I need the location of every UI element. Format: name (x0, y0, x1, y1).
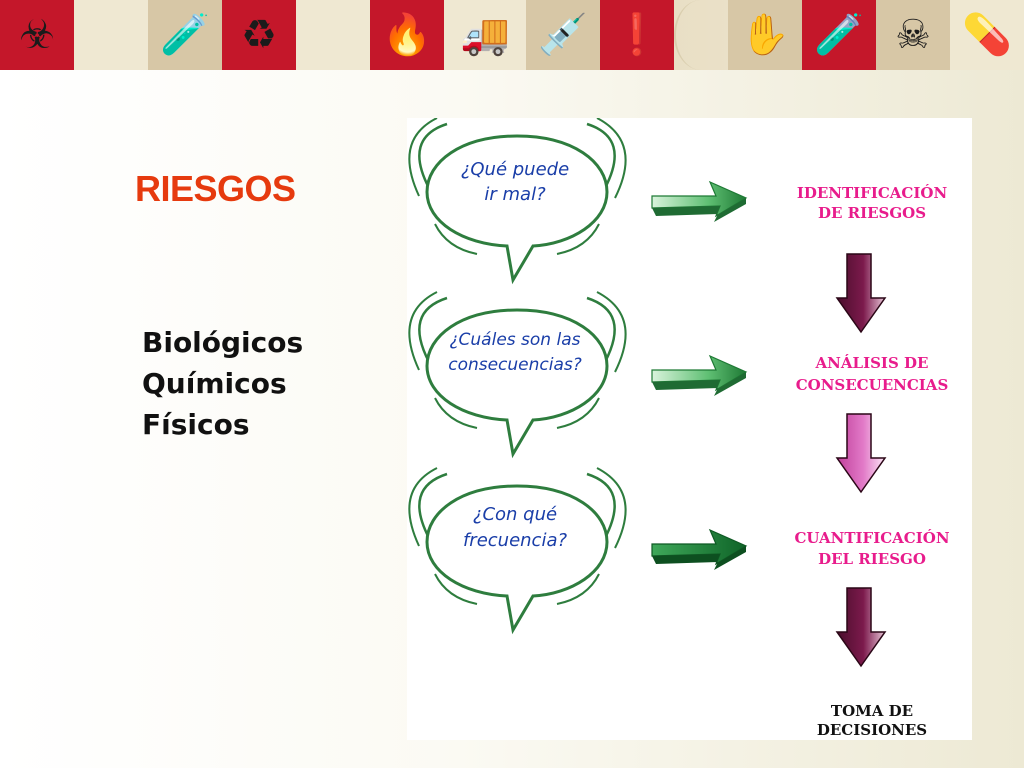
question-bubble-1: ¿Qué puede ir mal? (408, 118, 627, 282)
biohazard-icon: ☣ (0, 0, 74, 70)
question-3-line2: frecuencia? (463, 530, 568, 551)
risk-process-diagram: ¿Qué puede ir mal? ¿Cuáles son las conse… (407, 118, 972, 740)
risk-type-item: Químicos (142, 367, 287, 400)
skull-crossbones-icon: ☠ (876, 0, 950, 70)
risk-type-item: Biológicos (142, 326, 304, 359)
blank-panel-icon (74, 0, 148, 70)
question-1-line1: ¿Qué puede (461, 159, 569, 180)
step-1-line2: DE RIESGOS (818, 204, 926, 222)
step-2-line2: CONSECUENCIAS (796, 376, 949, 394)
right-arrow-3 (651, 528, 748, 570)
risk-type-item: Físicos (142, 408, 250, 441)
decorative-swirl (674, 0, 728, 70)
question-3-line1: ¿Con qué (473, 504, 557, 525)
step-3-line2: DEL RIESGO (818, 550, 926, 568)
syringe-icon: 💉 (526, 0, 600, 70)
question-2-line2: consecuencias? (448, 355, 582, 375)
down-arrow-3 (836, 587, 886, 667)
question-1-line2: ir mal? (484, 184, 546, 205)
question-2-line1: ¿Cuáles son las (450, 330, 581, 350)
hazard-symbol-banner: ☣ 🧪 ♻ 🔥 🚚 💉 ❗ ✋ 🧪 ☠ 💊 (0, 0, 1024, 70)
recycle-icon: ♻ (222, 0, 296, 70)
corrosive-icon: ✋ (728, 0, 802, 70)
question-bubble-3: ¿Con qué frecuencia? (408, 466, 627, 632)
slide-title: RIESGOS (135, 168, 296, 209)
hazmat-truck-icon: 🚚 (444, 0, 526, 70)
step-2-line1: ANÁLISIS DE (815, 354, 929, 372)
pills-icon: 💊 (950, 0, 1024, 70)
down-arrow-1 (836, 253, 886, 333)
blank-panel-icon (296, 0, 370, 70)
step-4-line2: DECISIONES (817, 721, 927, 739)
exclamation-icon: ❗ (600, 0, 674, 70)
right-arrow-2 (651, 355, 747, 397)
step-1-line1: IDENTIFICACIÓN (797, 184, 948, 202)
risk-types-list: Biológicos Químicos Físicos (142, 322, 303, 445)
step-3-line1: CUANTIFICACIÓN (794, 529, 949, 547)
flame-icon: 🔥 (370, 0, 444, 70)
tube-burst-icon: 🧪 (802, 0, 876, 70)
step-4-line1: TOMA DE (831, 702, 913, 720)
banner-right-strip: ✋ 🧪 ☠ 💊 (674, 0, 1024, 70)
down-arrow-2 (836, 413, 886, 493)
right-arrow-1 (651, 181, 747, 223)
test-tubes-icon: 🧪 (148, 0, 222, 70)
question-bubble-2: ¿Cuáles son las consecuencias? (408, 290, 627, 456)
